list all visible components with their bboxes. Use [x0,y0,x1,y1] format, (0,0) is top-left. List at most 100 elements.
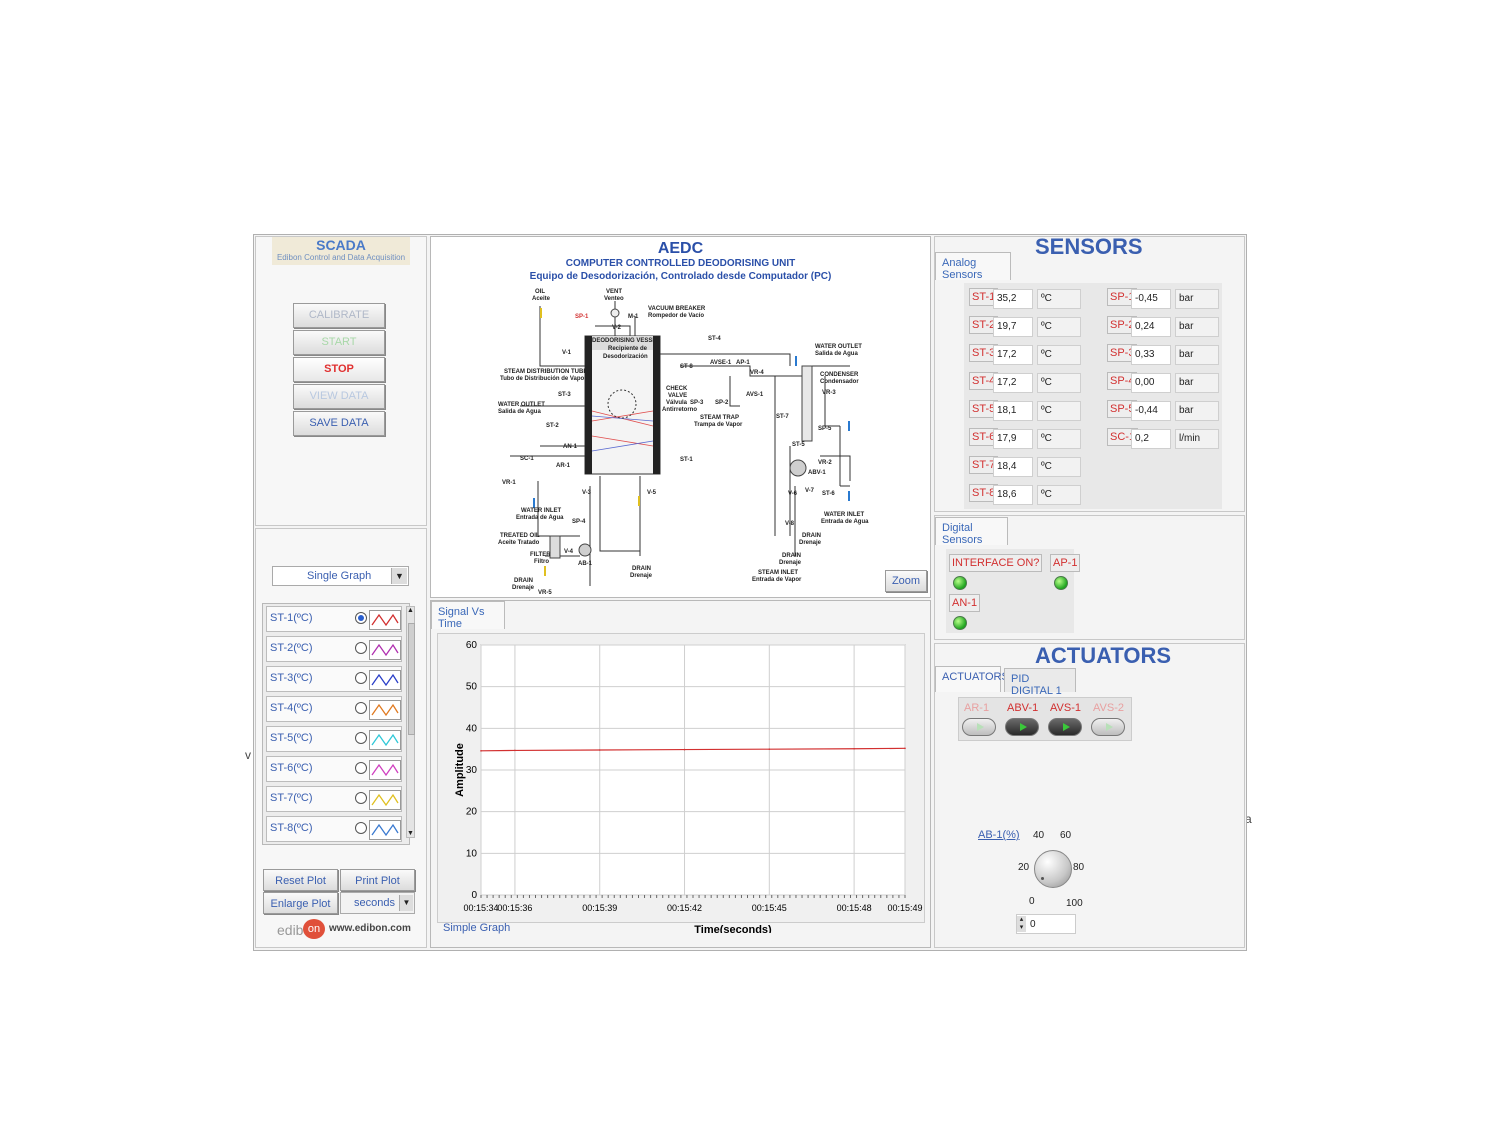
tab-analog-sensors[interactable]: Analog Sensors [935,252,1011,281]
digital-label-an1: AN-1 [949,594,981,612]
stop-button[interactable]: STOP [293,357,385,382]
svg-text:V-7: V-7 [805,488,815,494]
channel-row[interactable]: ST-5(ºC) [266,726,402,752]
actuators-title: ACTUATORS [1035,643,1172,668]
svg-text:Desodorización: Desodorización [603,354,648,360]
channel-row[interactable]: ST-4(ºC) [266,696,402,722]
enlarge-plot-button[interactable]: Enlarge Plot [263,892,338,914]
sensor-unit-sp-4: bar [1175,373,1219,393]
save-data-button[interactable]: SAVE DATA [293,411,385,436]
sensor-label-sp-2: SP-2 [1107,316,1138,334]
y-axis-label: Amplitude [454,743,466,797]
svg-text:AP-1: AP-1 [736,360,750,366]
channel-radio[interactable] [355,702,367,714]
channel-radio[interactable] [355,822,367,834]
svg-text:CONDENSER: CONDENSER [820,372,859,378]
zoom-button[interactable]: Zoom [885,570,927,592]
svg-text:Recipiente de: Recipiente de [608,346,648,352]
actuators-panel [934,643,1245,948]
svg-text:Drenaje: Drenaje [512,585,535,591]
actuator-switch-abv-1[interactable] [1005,718,1039,736]
reset-plot-button[interactable]: Reset Plot [263,869,338,891]
tab-actuators[interactable]: ACTUATORS [935,666,1009,692]
scroll-down-icon[interactable]: ▼ [407,830,414,837]
channel-row[interactable]: ST-6(ºC) [266,756,402,782]
svg-text:VALVE: VALVE [668,393,687,399]
time-units-select[interactable]: seconds ▼ [340,892,415,914]
channel-label: ST-3(ºC) [270,672,313,684]
sensor-value-sp-5: -0,44 [1131,401,1171,421]
actuator-label-abv-1: ABV-1 [1007,702,1039,714]
channel-label: ST-1(ºC) [270,612,313,624]
channel-radio[interactable] [355,792,367,804]
stray-mark-left: v [245,748,251,762]
svg-text:SP-4: SP-4 [572,519,586,525]
scroll-thumb[interactable] [408,623,415,735]
channel-radio[interactable] [355,732,367,744]
svg-text:ST-7: ST-7 [776,414,789,420]
view-data-button[interactable]: VIEW DATA [293,384,385,409]
graph-mode-select[interactable]: Single Graph ▼ [272,566,409,586]
actuator-switch-avs-2[interactable] [1091,718,1125,736]
sensor-unit-sp-2: bar [1175,317,1219,337]
channel-label: ST-6(ºC) [270,762,313,774]
svg-text:ST-8: ST-8 [680,364,693,370]
channel-label: ST-4(ºC) [270,702,313,714]
play-icon [1020,723,1027,731]
ab1-knob[interactable] [1034,850,1072,888]
svg-text:CHECK: CHECK [666,386,688,392]
y-tick-label: 30 [466,765,478,776]
svg-text:Tubo de Distribución de Vapor: Tubo de Distribución de Vapor [500,376,587,382]
logo-brand-left: edib [277,922,304,938]
calibrate-button[interactable]: CALIBRATE [293,303,385,328]
svg-text:Rompedor de Vacío: Rompedor de Vacío [648,313,704,319]
svg-text:DRAIN: DRAIN [802,533,821,539]
svg-text:DRAIN: DRAIN [782,553,801,559]
svg-text:ST-1: ST-1 [680,457,693,463]
sensor-unit-st-3: ºC [1037,345,1081,365]
print-plot-button[interactable]: Print Plot [340,869,415,891]
start-button[interactable]: START [293,330,385,355]
svg-text:V-4: V-4 [564,549,574,555]
channel-row[interactable]: ST-7(ºC) [266,786,402,812]
svg-text:SP-2: SP-2 [715,400,729,406]
channel-row[interactable]: ST-1(ºC) [266,606,402,632]
led-ap1 [1054,576,1068,590]
channel-row[interactable]: ST-2(ºC) [266,636,402,662]
sensor-value-st-4: 17,2 [993,373,1033,393]
process-diagram-panel [430,236,931,598]
channel-row[interactable]: ST-3(ºC) [266,666,402,692]
actuator-switch-ar-1[interactable] [962,718,996,736]
ab1-numeric-field[interactable]: ▴▾ 0 [1016,914,1076,934]
channel-radio[interactable] [355,612,367,624]
chevron-down-icon: ▼ [399,895,413,911]
channel-radio[interactable] [355,642,367,654]
channel-row[interactable]: ST-8(ºC) [266,816,402,842]
knob-tick-20: 20 [1018,862,1030,873]
tab-digital-sensors[interactable]: Digital Sensors [935,517,1008,546]
sensor-value-st-2: 19,7 [993,317,1033,337]
svg-text:Salida de Agua: Salida de Agua [815,351,858,357]
x-tick-label: 00:15:49 [887,903,922,913]
sensor-unit-sc-1: l/min [1175,429,1219,449]
x-tick-label: 00:15:42 [667,903,702,913]
stepper-icon[interactable]: ▴▾ [1017,916,1026,932]
channel-radio[interactable] [355,672,367,684]
scada-title: SCADA [316,237,366,253]
sensors-title: SENSORS [1035,234,1143,259]
sensor-unit-st-8: ºC [1037,485,1081,505]
diagram-title: AEDC [657,240,704,257]
x-tick-label: 00:15:39 [582,903,617,913]
svg-text:Salida de Agua: Salida de Agua [498,409,541,415]
svg-text:VR-2: VR-2 [818,460,832,466]
scroll-up-icon[interactable]: ▲ [407,607,414,614]
tab-signal-vs-time[interactable]: Signal Vs Time [431,601,505,630]
channel-radio[interactable] [355,762,367,774]
graph-mode-value: Single Graph [307,570,372,582]
sensor-value-sp-2: 0,24 [1131,317,1171,337]
channel-list-scrollbar[interactable]: ▲ ▼ [406,606,415,838]
actuator-switch-avs-1[interactable] [1048,718,1082,736]
tab-pid-digital-1[interactable]: PID DIGITAL 1 [1004,668,1076,697]
svg-text:SC-1: SC-1 [520,456,534,462]
